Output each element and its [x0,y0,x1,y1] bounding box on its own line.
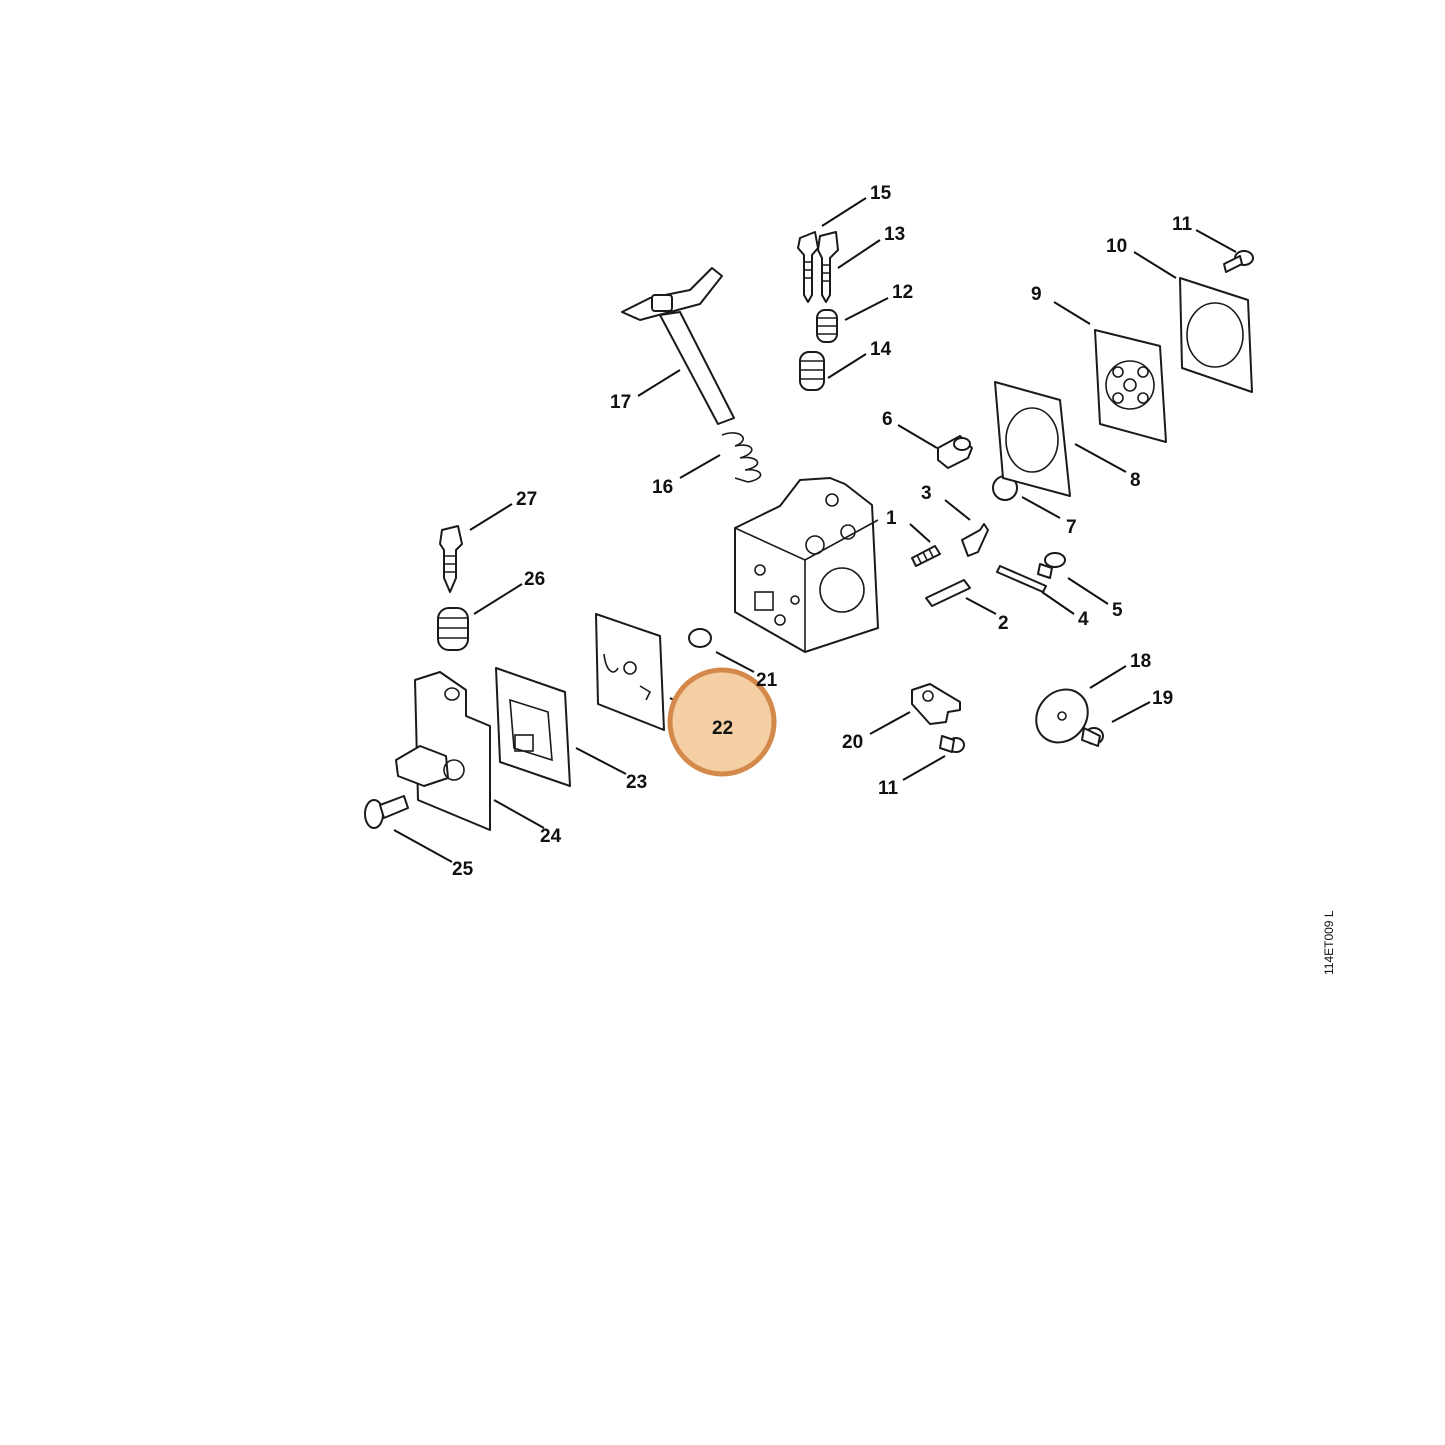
callout-16[interactable]: 16 [652,477,673,498]
part-needle-spring [437,607,469,651]
callout-3[interactable]: 3 [921,483,932,504]
callout-5[interactable]: 5 [1112,600,1123,621]
part-fitting [937,435,973,469]
callout-9[interactable]: 9 [1031,284,1042,305]
part-screw-5 [1037,552,1066,579]
drawing-code: 114ET009 L [1322,910,1336,976]
callout-4[interactable]: 4 [1078,609,1089,630]
part-bracket-screw [939,735,965,753]
part-throttle-shaft [621,267,735,425]
callout-17[interactable]: 17 [610,392,631,413]
part-gasket-22 [595,613,665,731]
part-pump-cover [395,671,491,831]
part-bracket [911,683,961,725]
callout-18[interactable]: 18 [1130,651,1151,672]
callout-23[interactable]: 23 [626,772,647,793]
part-carburetor-body [734,477,879,653]
part-cover-screw [1223,250,1254,273]
part-pump-screw [364,795,409,829]
callout-labels: 15 13 12 14 17 16 6 1 3 2 4 5 7 8 9 10 1… [452,183,1193,880]
part-washer-screw [1081,727,1104,747]
part-washer [1035,688,1089,744]
callout-24[interactable]: 24 [540,826,562,847]
part-control-lever [961,523,989,557]
part-adjusting-screws [797,231,839,303]
part-gasket-8 [994,381,1071,497]
callout-20[interactable]: 20 [842,732,863,753]
part-shaft-spring [721,432,762,483]
callout-8[interactable]: 8 [1130,470,1141,491]
part-diaphragm [1094,329,1167,443]
callout-1[interactable]: 1 [886,508,897,529]
callout-19[interactable]: 19 [1152,688,1173,709]
highlight-marker[interactable] [667,667,777,777]
callout-12[interactable]: 12 [892,282,913,303]
callout-25[interactable]: 25 [452,859,474,880]
callout-22[interactable]: 22 [712,718,733,739]
callout-11-top[interactable]: 11 [1172,214,1193,235]
part-plug [688,628,712,648]
callout-6[interactable]: 6 [882,409,893,430]
callout-26[interactable]: 26 [524,569,545,590]
part-spring-14 [799,351,825,391]
callout-13[interactable]: 13 [884,224,905,245]
callout-2[interactable]: 2 [998,613,1009,634]
part-needle-screw [439,525,463,593]
callout-14[interactable]: 14 [870,339,892,360]
callout-10[interactable]: 10 [1106,236,1127,257]
callout-7[interactable]: 7 [1066,517,1077,538]
part-small-spring [816,309,838,343]
callout-27[interactable]: 27 [516,489,537,510]
callout-15[interactable]: 15 [870,183,892,204]
part-inlet-needle [925,579,971,607]
part-diaphragm-cover [1179,277,1253,393]
part-pump-gasket [495,667,571,787]
callout-11-bottom[interactable]: 11 [878,778,899,799]
part-inlet-spring [911,545,941,567]
callout-21[interactable]: 21 [756,670,778,691]
